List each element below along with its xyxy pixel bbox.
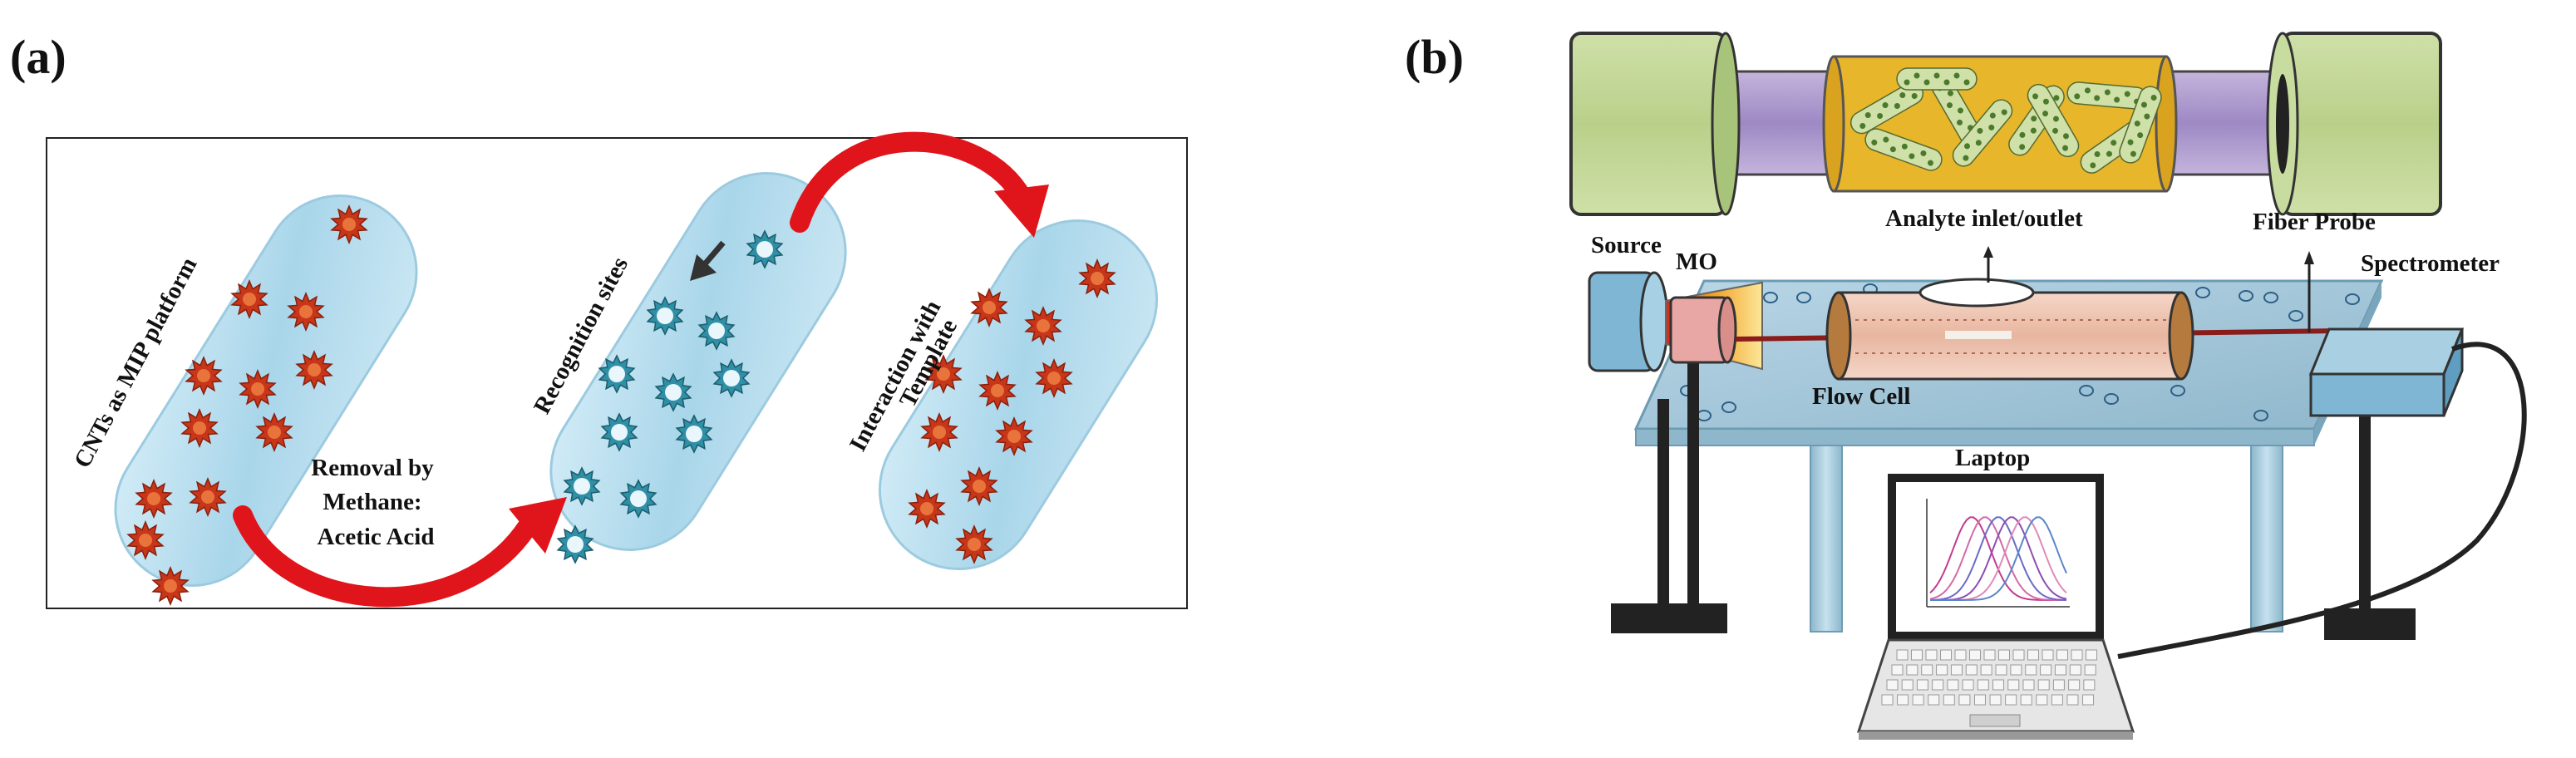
flow-cell bbox=[1735, 278, 2337, 381]
laptop-label: Laptop bbox=[1955, 445, 2030, 471]
panel-b-label: (b) bbox=[1405, 30, 1464, 84]
removal-label-line2: Methane: bbox=[323, 489, 421, 515]
fiber-probe-arrow bbox=[2304, 251, 2314, 332]
mo-label: MO bbox=[1676, 249, 1717, 275]
spectrum-plot bbox=[1926, 499, 2070, 608]
removal-label-line1: Removal by bbox=[311, 455, 434, 481]
fiber-probe-label: Fiber Probe bbox=[2253, 209, 2376, 235]
spectrometer-label: Spectrometer bbox=[2361, 250, 2500, 277]
source-label: Source bbox=[1591, 232, 1662, 258]
analyte-arrow bbox=[1983, 246, 1993, 283]
laptop bbox=[1856, 474, 2135, 740]
panel-a-label: (a) bbox=[10, 30, 66, 84]
panel-a: (a) CNTs as MIP bbox=[10, 30, 1188, 609]
recognition-pointer-arrow bbox=[690, 240, 726, 281]
microscope-objective bbox=[1644, 296, 1737, 633]
spectrometer-cable bbox=[2117, 342, 2527, 659]
fiber-probe-assembly bbox=[1569, 32, 2442, 216]
flow-cell-label: Flow Cell bbox=[1812, 383, 1910, 410]
analyte-label: Analyte inlet/outlet bbox=[1885, 205, 2083, 232]
panel-b: (b) bbox=[1405, 30, 2527, 740]
interaction-arrow bbox=[790, 131, 1049, 238]
removal-label-line3: Acetic Acid bbox=[318, 524, 435, 550]
spectrometer bbox=[2308, 327, 2465, 640]
removal-arrow bbox=[233, 497, 567, 608]
cnt-capsule-3 bbox=[878, 219, 1159, 570]
